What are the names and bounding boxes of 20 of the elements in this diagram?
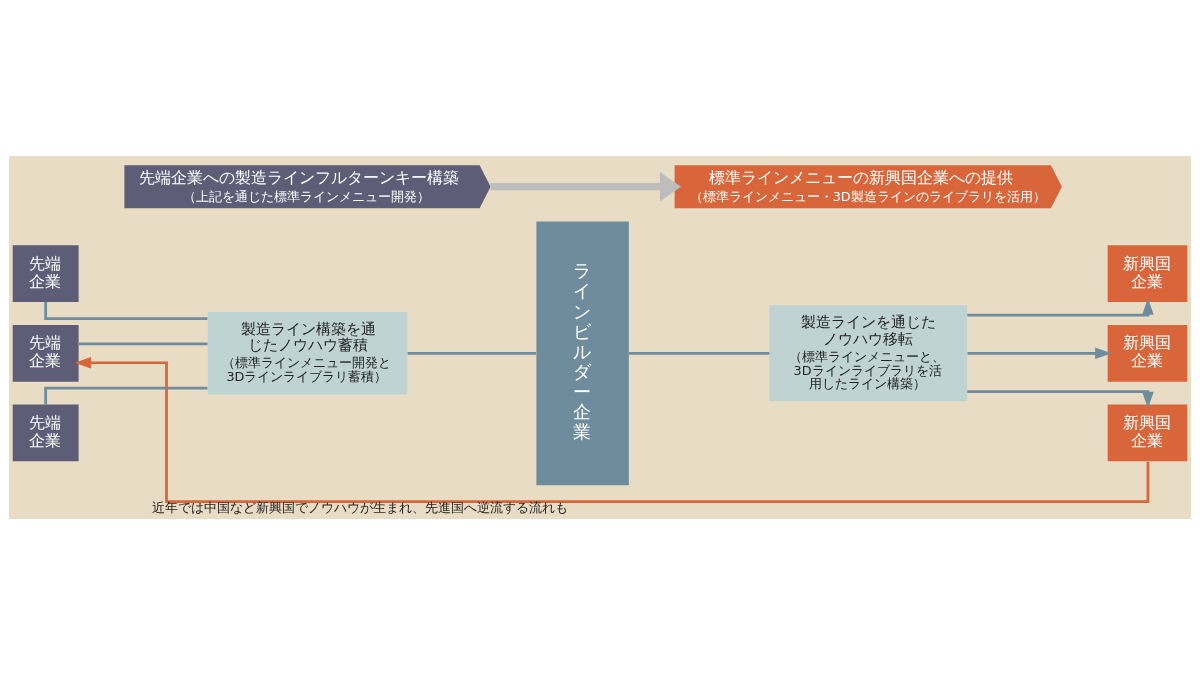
arrow [967,347,1112,360]
connector [629,351,770,355]
arrow [490,171,681,202]
node-box: 新興国企業 [1107,404,1188,462]
edge-label: 近年では中国など新興国でノウハウが生まれ、先進国へ逆流する流れも [152,499,569,515]
connector [44,302,208,320]
arrow [74,356,1150,503]
node-box: 先端企業 [12,245,79,302]
connector [78,342,208,346]
connector [44,386,208,405]
node-box: ラインビルダー企業 [536,221,629,486]
node-box: 先端企業 [12,324,79,382]
arrow [967,390,1154,409]
node-box: 新興国企業 [1107,324,1188,382]
node-box: 新興国企業 [1107,245,1188,302]
arrow [967,298,1154,317]
node-box: 先端企業 [12,404,79,462]
node-box: 製造ライン構築を通じたノウハウ蓄積 （標準ラインメニュー開発と3Dラインライブラリ蓄積） [207,312,408,395]
connector [407,351,537,355]
node-box: 製造ラインを通じたノウハウ移転 （標準ラインメニューと、3Dラインライブラリを活用したライン構築） [769,305,968,402]
